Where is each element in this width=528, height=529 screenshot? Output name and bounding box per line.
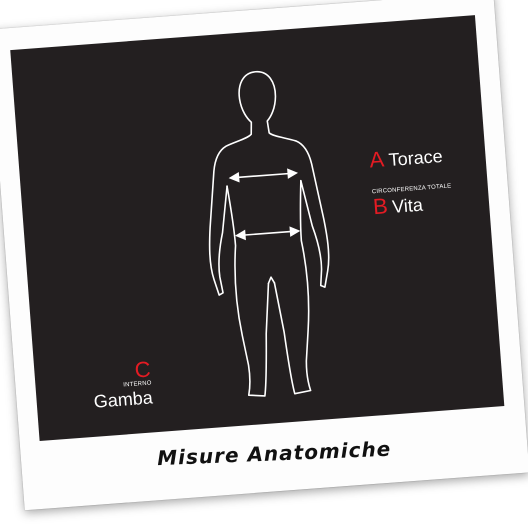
body-silhouette-icon bbox=[180, 58, 355, 408]
polaroid-card: A Torace CIRCONFERENZA TOTALE B Vita C I… bbox=[0, 0, 528, 510]
head-outline-right bbox=[256, 67, 332, 291]
measure-c-name: Gamba bbox=[76, 387, 153, 414]
photo-area: A Torace CIRCONFERENZA TOTALE B Vita C I… bbox=[10, 15, 504, 441]
measure-b: CIRCONFERENZA TOTALE B Vita bbox=[372, 183, 464, 220]
measure-b-letter: B bbox=[372, 193, 389, 219]
waist-arrow bbox=[237, 231, 299, 236]
measure-b-name: Vita bbox=[391, 195, 423, 217]
chest-arrow bbox=[230, 173, 296, 178]
crotch bbox=[268, 277, 274, 283]
measure-c: C INTERNO Gamba bbox=[74, 358, 154, 414]
measure-a-name: Torace bbox=[388, 146, 443, 170]
measure-a-letter: A bbox=[369, 146, 386, 172]
measure-a: A Torace bbox=[369, 144, 444, 172]
left-side bbox=[227, 184, 277, 398]
caption: Misure Anatomiche bbox=[21, 431, 528, 475]
